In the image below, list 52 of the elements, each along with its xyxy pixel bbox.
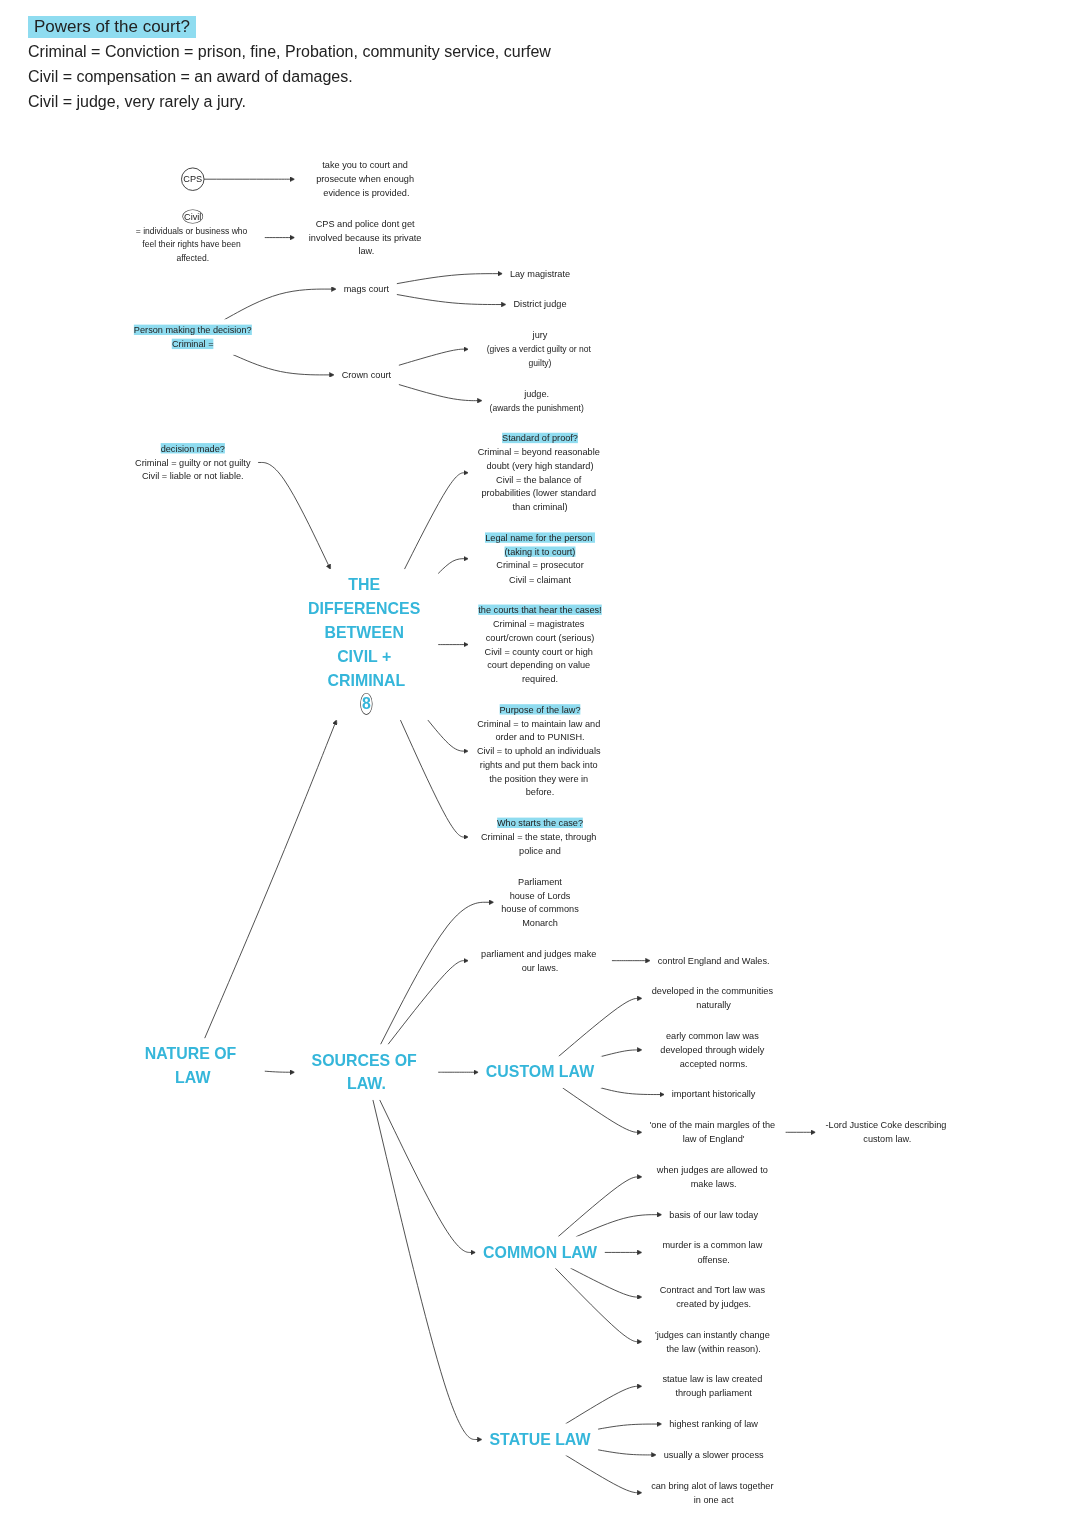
node-text: CUSTOM LAW (485, 1062, 595, 1082)
node-text: -Lord Justice Coke describing custom law. (825, 1119, 947, 1144)
node-text: SOURCES OF LAW. (311, 1050, 417, 1094)
node-circle: CPS (181, 167, 205, 191)
node-text: when judges are allowed to make laws. (656, 1164, 768, 1189)
node-text: District judge (513, 298, 567, 310)
node-text: decision made? Criminal = guilty or not guilty Civil = liable or not liable. (135, 443, 251, 481)
node-text: early common law was developed through widely accepted norms. (660, 1030, 765, 1069)
node-label: Civil = county court or high court depending on value required. (484, 645, 593, 684)
node-box: Purpose of the law? (499, 704, 581, 715)
node-text: judge. (awards the punishment) (489, 388, 584, 413)
section-heading: Powers of the court? (28, 16, 196, 38)
node-text: Civil = individuals or business who feel their rights have been affected. (135, 211, 248, 263)
node-label: Criminal = the state, through police and (480, 831, 597, 856)
node-label: Civil = claimant (509, 573, 571, 585)
node-text: can bring alot of laws together in one act (651, 1480, 774, 1505)
node-text: control England and Wales. (657, 955, 770, 966)
node-label: Criminal = to maintain law and order and to PUNISH. (477, 717, 601, 743)
note-text: Criminal = Conviction = prison, fine, Probation, community service, curfew (28, 42, 551, 62)
node-text: basis of our law today (669, 1209, 758, 1220)
node-text: THE DIFFERENCES BETWEEN CIVIL + CRIMINAL 8 (308, 575, 421, 714)
node-label: Civil = the balance of probabilities (lower standard than criminal) (481, 474, 597, 512)
node-box: the courts that hear the cases! (478, 604, 602, 615)
node-label: Civil = to uphold an individuals rights and put them back into the position they were in before. (476, 745, 601, 798)
node-text: murder is a common law offense. (662, 1239, 763, 1265)
node-text: 'judges can instantly change the law (within reason). (654, 1329, 770, 1354)
node-text: highest ranking of law (669, 1418, 758, 1429)
node-box: Standard of proof? (502, 432, 578, 444)
node-text: take you to court and prosecute when enough evidence is provided. (316, 159, 415, 198)
node-box: Who starts the case? (496, 817, 584, 828)
node-text: mags court (343, 283, 390, 294)
node-label: Criminal = magistrates court/crown court (serious) (485, 618, 595, 643)
node-text: CPS and police dont get involved because its private law. (308, 218, 422, 257)
node-text: important historically (671, 1088, 756, 1100)
node-text: statue law is law created through parliament (662, 1373, 763, 1398)
note-text: Civil = compensation = an award of damages. (28, 67, 353, 87)
node-label: Criminal = beyond reasonable doubt (very high standard) (477, 446, 600, 471)
node-text: STATUE LAW (489, 1430, 591, 1449)
node-text: parliament and judges make our laws. (481, 948, 597, 973)
node-label: Criminal = prosecutor (496, 559, 584, 571)
node-text: Person making the decision? Criminal = (133, 324, 252, 349)
node-text: COMMON LAW (483, 1242, 597, 1262)
node-text: Lay magistrate (509, 267, 571, 279)
node-text: jury (gives a verdict guilty or not guilty) (486, 329, 591, 368)
node-text: Contract and Tort law was created by judges. (659, 1284, 766, 1309)
node-text: developed in the communities naturally (651, 985, 774, 1011)
node-text: Parliament house of Lords house of commons Monarch (501, 875, 579, 928)
node-text: usually a slower process (663, 1449, 764, 1460)
note-text: Civil = judge, very rarely a jury. (28, 92, 246, 112)
node-text: NATURE OF LAW (144, 1044, 237, 1087)
node-text: Crown court (341, 369, 392, 380)
node-text: 'one of the main margles of the law of England' (649, 1119, 776, 1144)
